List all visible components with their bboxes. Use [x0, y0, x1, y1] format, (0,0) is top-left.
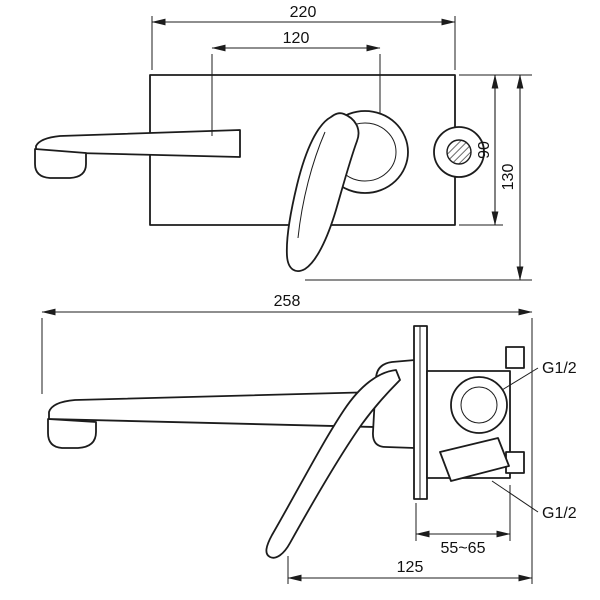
top-port — [505, 346, 525, 369]
label-bottom-thread: G1/2 — [542, 505, 577, 522]
aerator-side — [47, 418, 97, 449]
lever-blade-front — [285, 112, 360, 272]
bottom-port — [505, 451, 525, 474]
outlet-fitting — [439, 437, 510, 482]
aerator-front — [34, 148, 87, 179]
dim-spout-reach: 125 — [287, 556, 533, 584]
dim-label-258: 258 — [274, 293, 301, 310]
callout-bottom-thread: G1/2 — [491, 480, 577, 522]
connector-thread — [446, 139, 472, 165]
dim-label-130: 130 — [500, 164, 517, 191]
valve-body-side — [426, 346, 525, 482]
dim-label-90: 90 — [476, 141, 493, 159]
dim-plate-height: 90 — [459, 74, 532, 226]
spout-front — [34, 129, 241, 179]
front-view: 220 120 90 130 — [34, 4, 532, 281]
label-top-thread: G1/2 — [542, 360, 577, 377]
inlet-thread-circle — [450, 376, 508, 434]
wall-flange-side — [413, 325, 428, 500]
dim-overall-height: 130 — [305, 74, 532, 281]
dim-label-220: 220 — [290, 4, 317, 21]
dim-plate-width: 220 — [151, 4, 456, 70]
dim-overall-length: 258 — [41, 293, 533, 584]
side-view: 258 55~65 125 G1/2 — [41, 293, 577, 584]
dim-label-120: 120 — [283, 30, 310, 47]
dim-label-55-65: 55~65 — [441, 540, 486, 557]
spout-side — [47, 390, 416, 449]
handle-front — [285, 110, 409, 272]
dim-wall-thickness: 55~65 — [415, 485, 511, 557]
callout-top-thread: G1/2 — [501, 360, 577, 391]
handle-lever-side — [265, 369, 401, 559]
side-connector-front — [433, 126, 485, 178]
dim-label-125: 125 — [397, 559, 424, 576]
dim-spout-to-handle: 120 — [211, 30, 381, 136]
